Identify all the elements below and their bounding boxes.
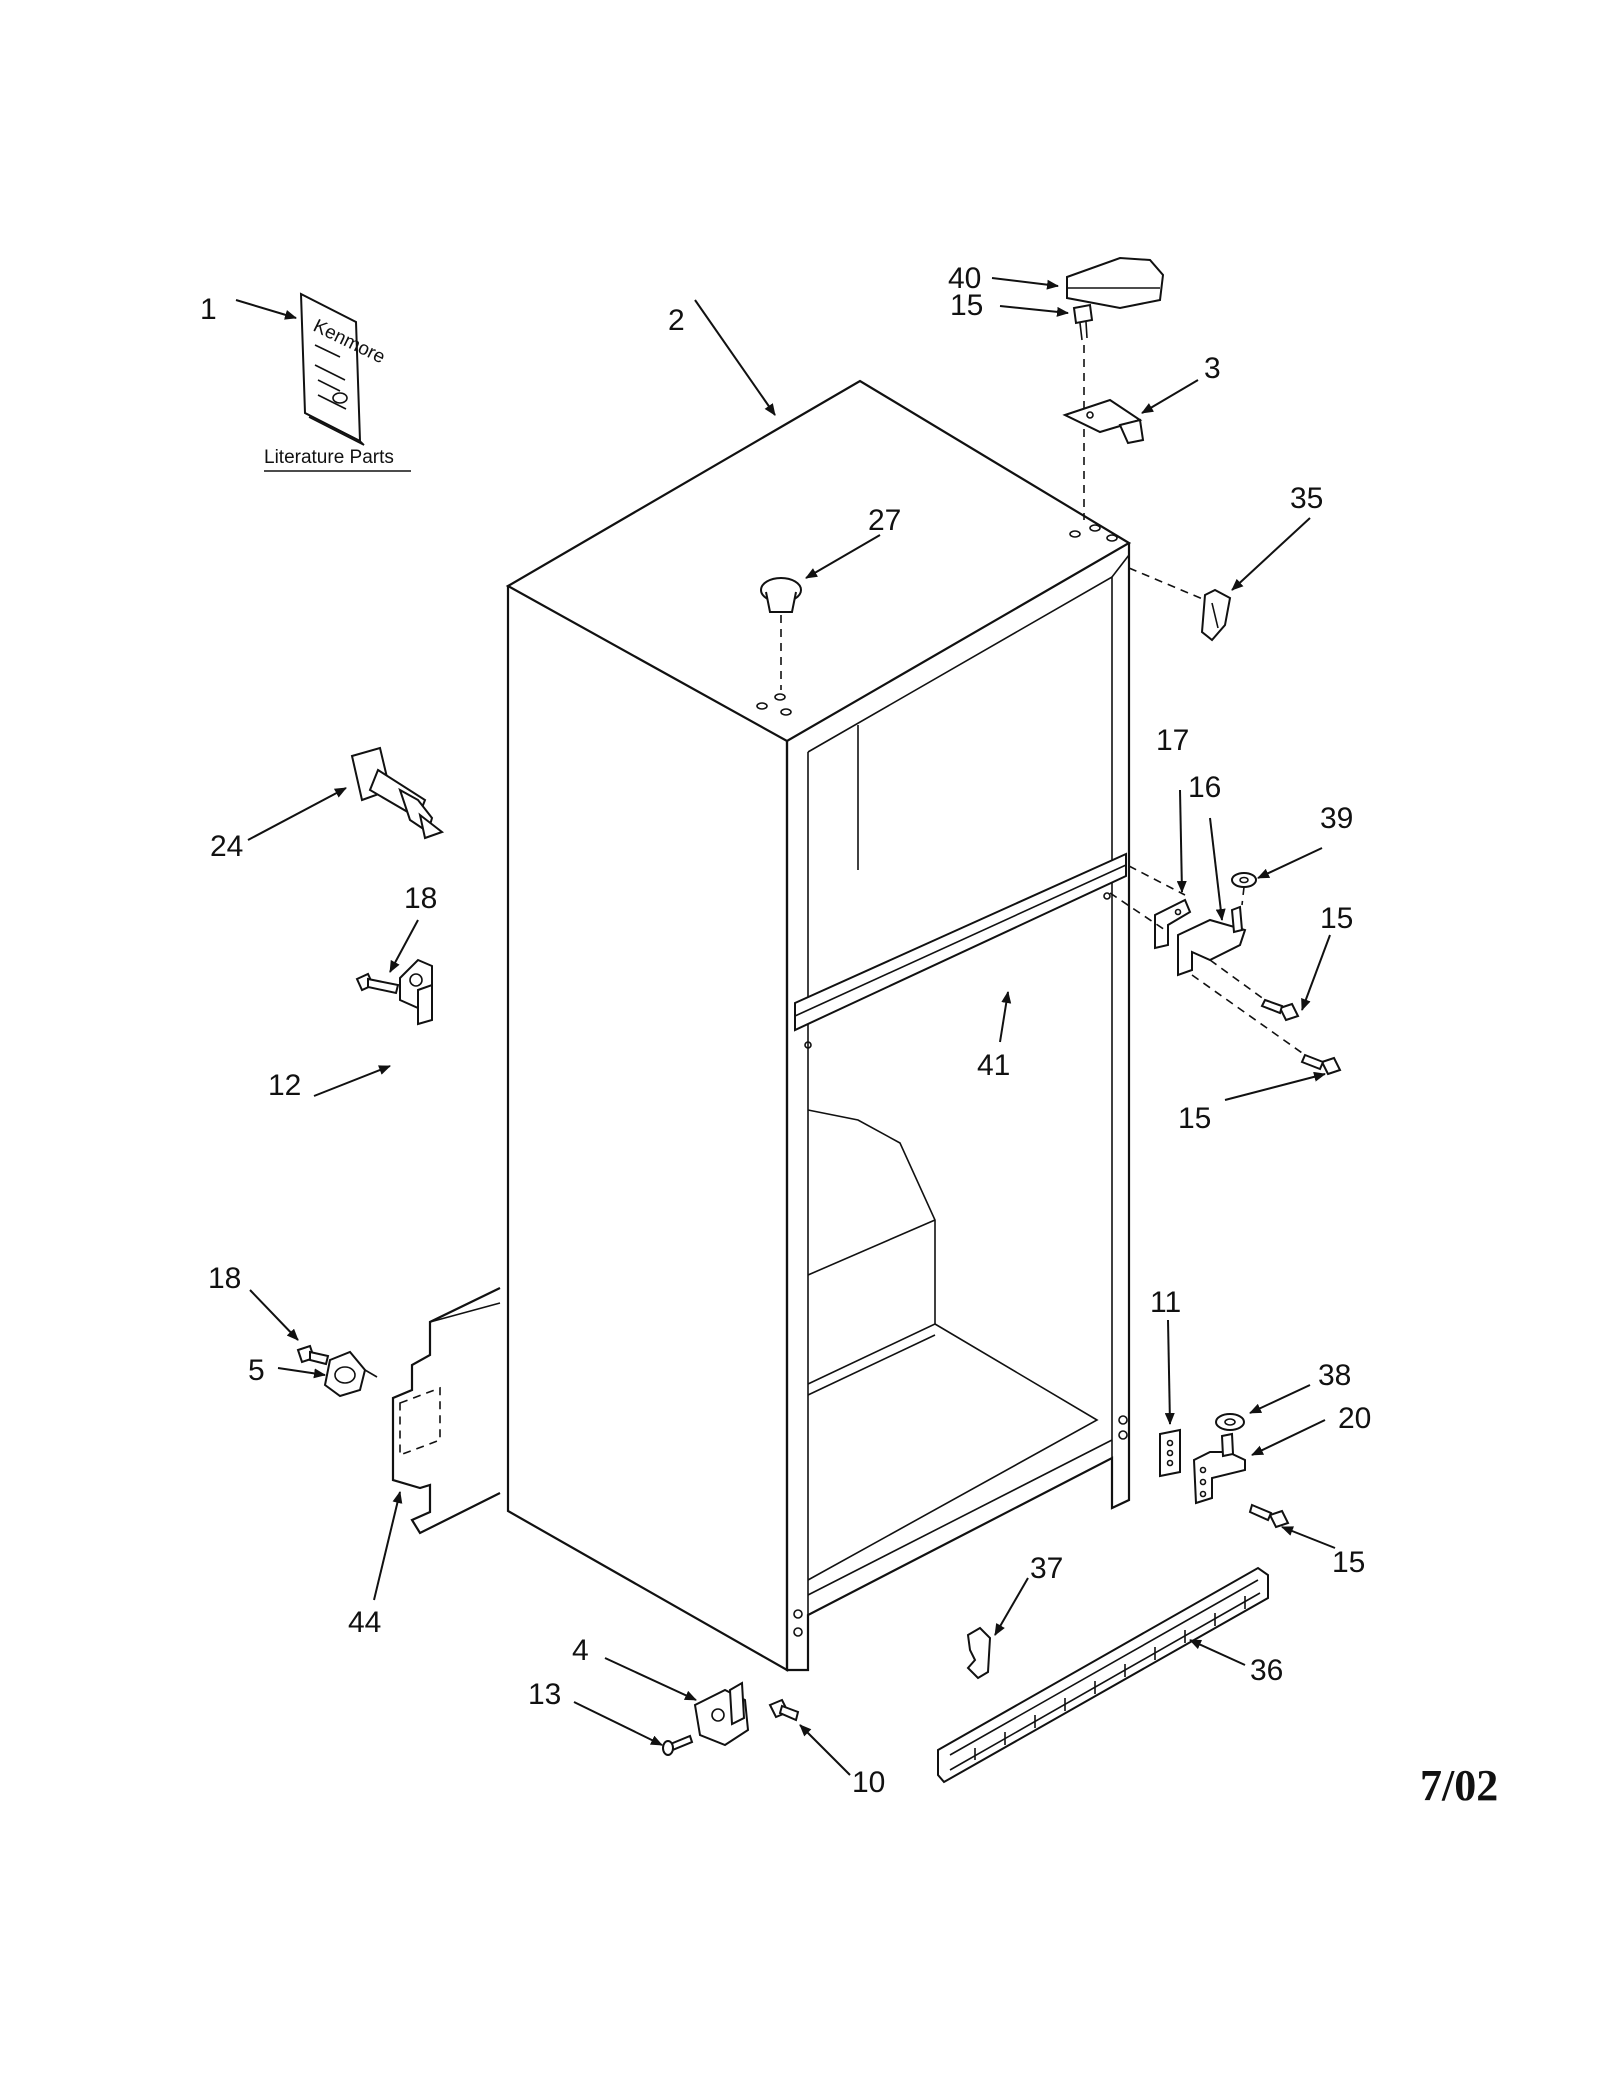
callout-13: 13 bbox=[528, 1678, 561, 1711]
callout-37: 37 bbox=[1030, 1552, 1063, 1585]
leveling-screw-part-13 bbox=[662, 1734, 694, 1756]
washer-part-39 bbox=[1231, 872, 1257, 906]
callout-38: 38 bbox=[1318, 1359, 1351, 1392]
bottom-hinge-part-20 bbox=[1192, 1432, 1246, 1505]
callout-4: 4 bbox=[572, 1634, 589, 1667]
rear-panel-part-44 bbox=[391, 1287, 501, 1535]
leveling-bracket-part-4 bbox=[693, 1681, 750, 1747]
callout-11: 11 bbox=[1150, 1286, 1181, 1319]
screw-part-18-lower bbox=[296, 1344, 330, 1366]
callout-12: 12 bbox=[268, 1069, 301, 1102]
callout-27: 27 bbox=[868, 504, 901, 537]
screw-part-18-upper bbox=[355, 972, 400, 995]
toe-grille-part-36 bbox=[937, 1566, 1269, 1784]
center-hinge-part-16 bbox=[1177, 905, 1247, 977]
callout-18-upper: 18 bbox=[404, 882, 437, 915]
hinge-cover-part-40 bbox=[1066, 256, 1165, 310]
callout-16: 16 bbox=[1188, 771, 1221, 804]
callout-15-mid-upper: 15 bbox=[1320, 902, 1353, 935]
washer-part-38 bbox=[1215, 1413, 1245, 1431]
screw-part-15-mid-lower bbox=[1191, 974, 1342, 1076]
callout-35: 35 bbox=[1290, 482, 1323, 515]
callout-41: 41 bbox=[977, 1049, 1010, 1082]
literature-parts-label: Literature Parts bbox=[264, 447, 394, 468]
hinge-pin-cover-part-35 bbox=[1128, 567, 1232, 642]
callout-15-mid-lower: 15 bbox=[1178, 1102, 1211, 1135]
literature-booklet-part-1: Kenmore Literature Parts bbox=[264, 292, 411, 472]
callout-20: 20 bbox=[1338, 1402, 1371, 1435]
callout-15-top: 15 bbox=[950, 289, 983, 322]
callout-1: 1 bbox=[200, 293, 217, 326]
callout-10: 10 bbox=[852, 1766, 885, 1799]
screw-part-10 bbox=[768, 1698, 800, 1722]
leader-arrows bbox=[235, 277, 1336, 1776]
top-hinge-part-3 bbox=[1062, 398, 1145, 445]
screw-part-15-top bbox=[1072, 303, 1094, 520]
callout-2: 2 bbox=[668, 304, 685, 337]
bracket-part-12 bbox=[399, 958, 433, 1026]
callout-40: 40 bbox=[948, 262, 981, 295]
callout-3: 3 bbox=[1204, 352, 1221, 385]
clip-part-5 bbox=[323, 1350, 378, 1398]
callout-5: 5 bbox=[248, 1354, 265, 1387]
plug-button-part-27 bbox=[760, 577, 802, 690]
callout-44: 44 bbox=[348, 1606, 381, 1639]
callout-39: 39 bbox=[1320, 802, 1353, 835]
callout-18-lower: 18 bbox=[208, 1262, 241, 1295]
screw-part-15-bottom bbox=[1248, 1503, 1290, 1529]
hinge-bracket-part-17 bbox=[1109, 865, 1192, 950]
callout-15-bottom: 15 bbox=[1332, 1546, 1365, 1579]
screw-part-15-mid-upper bbox=[1209, 959, 1300, 1022]
callout-17: 17 bbox=[1156, 724, 1189, 757]
callout-labels: 1 2 40 15 3 35 27 24 18 12 17 16 39 15 1… bbox=[200, 262, 1371, 1799]
callout-24: 24 bbox=[210, 830, 243, 863]
refrigerator-cabinet bbox=[505, 379, 1132, 1672]
shim-part-11 bbox=[1159, 1428, 1181, 1478]
grille-clip-part-37 bbox=[966, 1626, 992, 1680]
callout-36: 36 bbox=[1250, 1654, 1283, 1687]
date-code: 7/02 bbox=[1420, 1761, 1498, 1810]
door-stop-part-24 bbox=[350, 746, 445, 840]
